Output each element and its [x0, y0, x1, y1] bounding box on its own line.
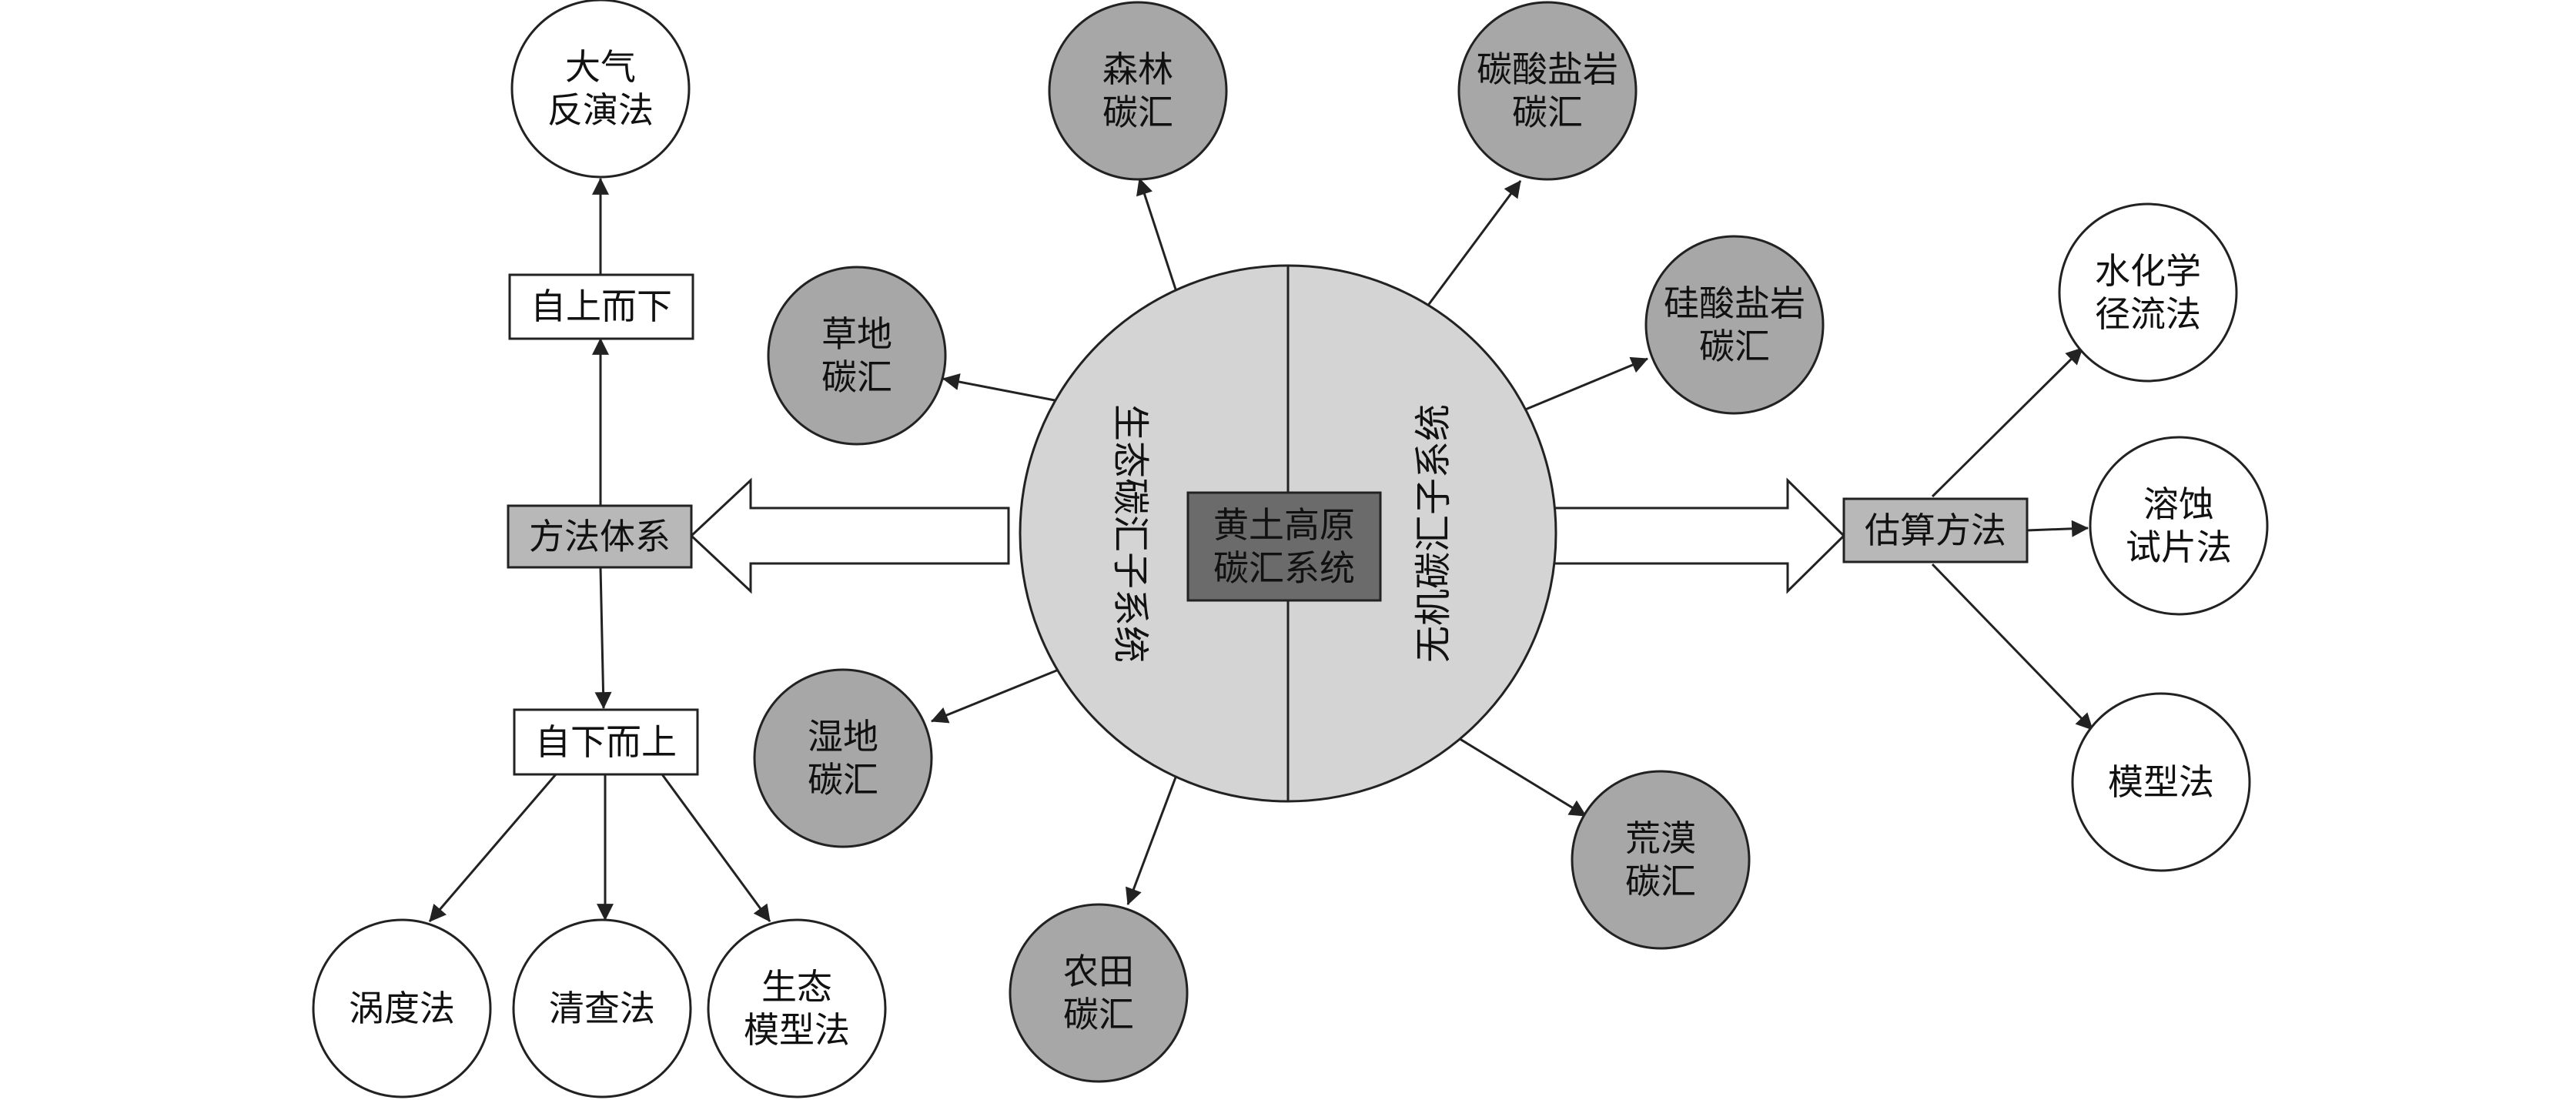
label-line: 硅酸盐岩 — [1664, 283, 1805, 324]
label-line: 模型法 — [744, 1009, 850, 1051]
arrow-estimate-to-model — [1931, 563, 2094, 731]
label-line: 水化学 — [2095, 250, 2201, 292]
arrow-method-to-bottomup — [594, 567, 612, 710]
farmland-sink-label: 农田碳汇 — [1063, 951, 1134, 1035]
bottom-up-box — [513, 708, 699, 776]
bottom-up-label: 自下而上 — [535, 721, 677, 763]
arrow-estimate-to-hydro — [1931, 346, 2084, 498]
label-line: 农田 — [1063, 951, 1134, 992]
label-line: 模型法 — [2108, 761, 2214, 803]
hydrochemical-runoff-label: 水化学径流法 — [2095, 250, 2201, 335]
center-box — [1186, 491, 1382, 602]
top-down-box — [508, 273, 694, 340]
carbonate-sink-node: 碳酸盐岩碳汇 — [1457, 1, 1638, 181]
label-line: 反演法 — [547, 89, 654, 131]
right-hollow-arrow — [1542, 477, 1846, 594]
label-line: 湿地 — [808, 716, 878, 757]
estimation-box — [1842, 497, 2029, 563]
carbonate-sink-label: 碳酸盐岩碳汇 — [1477, 48, 1618, 133]
eco-sinks: 森林碳汇 草地碳汇 湿地碳汇 农田碳汇 — [753, 1, 1228, 1083]
label-line: 大气 — [565, 46, 636, 88]
label-line: 碳汇 — [1699, 326, 1770, 367]
label-line: 试片法 — [2126, 527, 2232, 568]
desert-sink-node: 荒漠碳汇 — [1571, 770, 1751, 950]
connectors — [428, 177, 2094, 922]
forest-sink-label: 森林碳汇 — [1102, 48, 1173, 133]
dissolution-tablet-label: 溶蚀试片法 — [2126, 483, 2232, 568]
desert-sink-label: 荒漠碳汇 — [1625, 817, 1696, 902]
label-line: 碳汇 — [1512, 92, 1583, 133]
arrow-to-desert — [1443, 727, 1587, 817]
label-line: 碳酸盐岩 — [1477, 48, 1618, 90]
model-method-node: 模型法 — [2071, 692, 2251, 872]
arrow-to-farmland — [1126, 771, 1179, 906]
label-line: 溶蚀 — [2143, 483, 2214, 525]
eco-subsystem-label: 生态碳汇子系统 — [1109, 404, 1152, 663]
eddy-covariance-label: 涡度法 — [349, 988, 455, 1029]
ecological-model-node: 生态模型法 — [707, 918, 887, 1098]
left-hollow-arrow — [689, 477, 1010, 594]
estimation-label: 估算方法 — [1865, 510, 2006, 551]
inorganic-subsystem-label: 无机碳汇子系统 — [1412, 404, 1455, 663]
arrow-to-forest — [1136, 177, 1179, 297]
arrow-to-silicate — [1510, 356, 1649, 417]
method-system-label: 方法体系 — [529, 516, 671, 557]
label-line: 碳汇系统 — [1213, 547, 1355, 589]
label-line: 荒漠 — [1625, 817, 1696, 859]
arrow-to-carbonate — [1419, 180, 1522, 316]
label-line: 森林 — [1102, 48, 1173, 90]
label-line: 碳汇 — [1063, 994, 1134, 1035]
label-line: 碳汇 — [1102, 92, 1173, 133]
forest-sink-node: 森林碳汇 — [1048, 1, 1228, 181]
grassland-sink-node: 草地碳汇 — [767, 266, 947, 446]
label-line: 黄土高原 — [1213, 504, 1355, 546]
wetland-sink-node: 湿地碳汇 — [753, 668, 933, 848]
arrow-to-wetland — [930, 668, 1059, 724]
label-line: 涡度法 — [349, 988, 455, 1029]
method-system-box — [507, 504, 693, 569]
wetland-sink-label: 湿地碳汇 — [808, 716, 878, 801]
center-label: 黄土高原碳汇系统 — [1213, 504, 1355, 589]
farmland-sink-node: 农田碳汇 — [1009, 903, 1189, 1083]
atmospheric-inversion-node: 大气反演法 — [510, 0, 691, 179]
label-line: 碳汇 — [808, 759, 878, 801]
hydrochemical-runoff-node: 水化学径流法 — [2058, 202, 2238, 383]
label-line: 生态 — [761, 966, 832, 1008]
label-line: 清查法 — [549, 988, 655, 1029]
label-line: 径流法 — [2095, 293, 2201, 335]
silicate-sink-node: 硅酸盐岩碳汇 — [1644, 235, 1825, 415]
label-line: 碳汇 — [821, 356, 892, 398]
silicate-sink-label: 硅酸盐岩碳汇 — [1664, 283, 1805, 367]
atmospheric-inversion-label: 大气反演法 — [547, 46, 654, 131]
eddy-covariance-node: 涡度法 — [312, 918, 492, 1098]
top-down-label: 自上而下 — [530, 286, 672, 327]
arrow-to-grassland — [942, 373, 1055, 402]
inventory-label: 清查法 — [549, 988, 655, 1029]
label-line: 碳汇 — [1625, 861, 1696, 902]
ecological-model-label: 生态模型法 — [744, 966, 850, 1051]
arrow-estimate-to-tablet — [2026, 520, 2089, 537]
grassland-sink-label: 草地碳汇 — [821, 313, 892, 398]
inventory-node: 清查法 — [512, 918, 692, 1098]
arrow-bottomup-to-model — [661, 774, 771, 922]
dissolution-tablet-node: 溶蚀试片法 — [2089, 436, 2269, 616]
central-system: 生态碳汇子系统 无机碳汇子系统 黄土高原碳汇系统 — [1019, 264, 1557, 803]
arrow-bottomup-to-eddy — [428, 774, 557, 922]
inorganic-sinks: 碳酸盐岩碳汇 硅酸盐岩碳汇 荒漠碳汇 — [1457, 1, 1825, 950]
model-method-label: 模型法 — [2108, 761, 2214, 803]
estimation-branch: 估算方法 水化学径流法 溶蚀试片法 模型法 — [1842, 202, 2269, 872]
label-line: 草地 — [821, 313, 892, 355]
method-system-branch: 方法体系 自上而下 自下而上 大气反演法 涡度法 清查法 生态模型法 — [312, 0, 887, 1098]
